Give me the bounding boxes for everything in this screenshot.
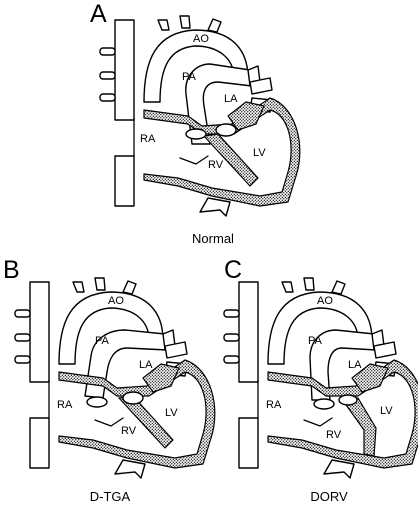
- caption: Normal: [192, 231, 234, 246]
- label-pulmonary-artery: PA: [308, 335, 323, 347]
- label-right-atrium: RA: [266, 399, 282, 411]
- heart-diagram: AO PA LA LV RA RV: [223, 277, 418, 479]
- label-pulmonary-artery: PA: [182, 71, 197, 83]
- label-left-atrium: LA: [224, 93, 238, 105]
- label-right-atrium: RA: [57, 399, 73, 411]
- caption: DORV: [310, 489, 348, 504]
- heart-diagram: AO PA LA LV RA RV: [99, 15, 301, 217]
- panel-b-dtga: B: [0, 255, 216, 510]
- label-right-ventricle: RV: [121, 425, 137, 437]
- label-left-atrium: LA: [139, 359, 153, 371]
- label-right-ventricle: RV: [326, 429, 342, 441]
- label-aorta: AO: [193, 33, 209, 45]
- label-right-ventricle: RV: [208, 159, 224, 171]
- panel-letter: B: [3, 256, 20, 284]
- heart-outline: [14, 277, 216, 479]
- label-left-atrium: LA: [348, 359, 362, 371]
- label-aorta: AO: [108, 295, 124, 307]
- panel-letter: C: [224, 256, 243, 284]
- label-right-atrium: RA: [140, 133, 156, 145]
- heart-diagram: AO PA LA LV RA RV: [14, 277, 216, 479]
- heart-outline: [99, 15, 301, 217]
- panel-letter: A: [90, 0, 107, 28]
- panel-a-normal: A: [90, 0, 301, 246]
- panel-c-dorv: C: [209, 255, 418, 510]
- label-aorta: AO: [317, 295, 333, 307]
- label-left-ventricle: LV: [380, 405, 393, 417]
- label-pulmonary-artery: PA: [95, 335, 110, 347]
- heart-outline: [223, 277, 418, 479]
- label-left-ventricle: LV: [165, 407, 178, 419]
- label-left-ventricle: LV: [253, 147, 266, 159]
- caption: D-TGA: [89, 489, 131, 504]
